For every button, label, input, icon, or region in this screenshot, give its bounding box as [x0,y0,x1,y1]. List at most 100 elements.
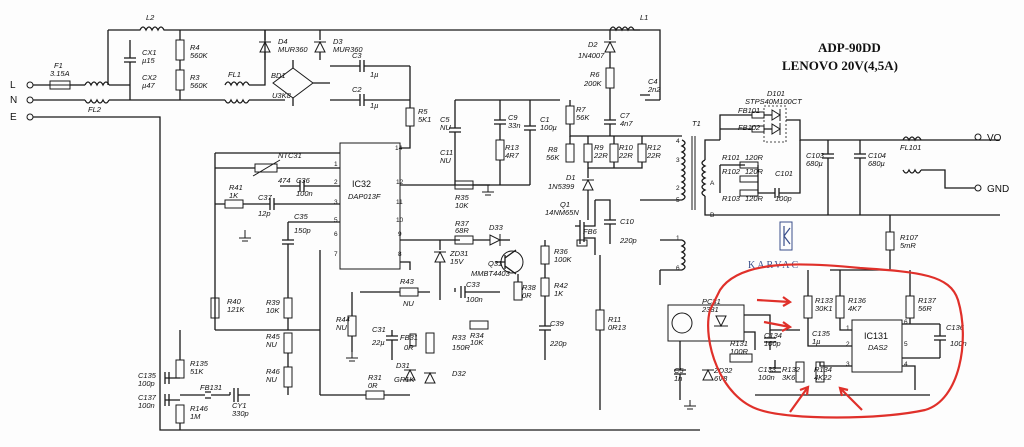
svg-text:C11: C11 [440,148,453,157]
svg-text:R41: R41 [229,183,243,192]
svg-text:CX2: CX2 [142,73,157,82]
ferrite-fb131: FB131 [180,383,230,399]
svg-text:5K1: 5K1 [418,115,431,124]
svg-text:R4: R4 [190,43,200,52]
svg-text:R37: R37 [455,219,470,228]
svg-text:56K: 56K [576,113,590,122]
svg-text:4: 4 [676,138,680,145]
svg-text:Q1: Q1 [560,200,570,209]
svg-text:51K: 51K [190,367,204,376]
svg-text:D3: D3 [333,37,343,46]
svg-text:C5: C5 [674,366,684,375]
svg-text:D2: D2 [588,40,598,49]
svg-text:ZD31: ZD31 [449,249,468,258]
svg-text:C4: C4 [648,77,658,86]
svg-text:R146: R146 [190,404,209,413]
svg-text:R36: R36 [554,247,569,256]
svg-text:N: N [10,95,17,106]
svg-text:C135: C135 [138,371,157,380]
svg-text:22R: 22R [593,151,608,160]
svg-text:100n: 100n [466,295,483,304]
svg-text:FB131: FB131 [200,383,222,392]
svg-text:0R: 0R [522,291,532,300]
svg-text:68R: 68R [455,226,469,235]
svg-text:C9: C9 [508,113,518,122]
svg-text:30K1: 30K1 [815,304,833,313]
svg-text:R35: R35 [455,193,470,202]
svg-text:R102: R102 [722,167,741,176]
svg-text:MUR360: MUR360 [333,45,363,54]
svg-text:121K: 121K [227,305,246,314]
svg-text:GND: GND [987,184,1009,195]
terminal-l: L [10,80,34,91]
svg-text:D31: D31 [396,361,410,370]
svg-text:GR1K: GR1K [394,375,415,384]
svg-text:C134: C134 [764,331,782,340]
svg-text:2: 2 [846,341,850,348]
svg-text:0R: 0R [404,343,414,352]
svg-text:CX1: CX1 [142,48,157,57]
svg-text:100p: 100p [138,379,155,388]
svg-text:12: 12 [396,179,404,186]
svg-text:D32: D32 [452,369,467,378]
svg-text:1K: 1K [554,289,564,298]
svg-text:R42: R42 [554,281,569,290]
svg-text:0R: 0R [368,381,378,390]
svg-text:MMBT4403: MMBT4403 [471,269,511,278]
svg-text:R134: R134 [814,365,832,374]
svg-text:3: 3 [846,361,850,368]
transformer-t1: T1 43 25 AB 16 [640,119,720,285]
svg-text:C104: C104 [868,151,886,160]
diode-d33: D33 [489,223,510,246]
ic131-controller: IC131 DAS2 123 654 [807,318,940,390]
svg-text:1K: 1K [229,191,239,200]
brand-spec-title: LENOVO 20V(4,5A) [782,58,898,73]
svg-text:1: 1 [676,235,680,242]
rectifier-input-wire [719,114,772,140]
svg-text:FB6: FB6 [583,227,598,236]
diode-d32: D32 [424,369,467,384]
svg-text:33n: 33n [508,121,521,130]
svg-text:PC31: PC31 [702,297,721,306]
svg-text:R40: R40 [227,297,242,306]
choke-fl101: FL101 [900,136,922,174]
svg-text:11: 11 [396,199,403,206]
svg-text:1M: 1M [190,412,201,421]
svg-text:15V: 15V [450,257,464,266]
svg-text:R131: R131 [730,339,748,348]
highlight-arrows [756,296,863,413]
ic131-ref: IC131 [864,331,888,341]
svg-text:NU: NU [440,156,451,165]
svg-text:5: 5 [334,217,338,224]
svg-text:R43: R43 [400,277,415,286]
svg-text:C5: C5 [440,115,450,124]
svg-text:C133: C133 [758,365,777,374]
